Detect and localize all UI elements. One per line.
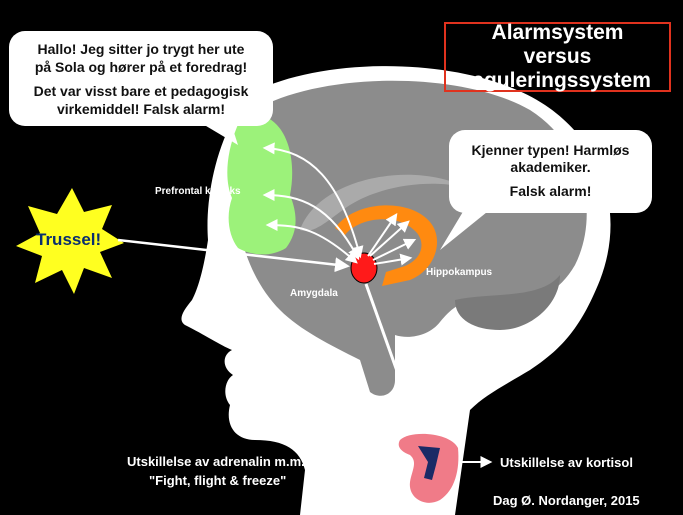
speech-bubble-left: Hallo! Jeg sitter jo trygt her ute på So…	[9, 31, 273, 126]
bubble-right-line2: akademiker.	[449, 159, 652, 176]
diagram-title: Alarmsystem versus reguleringssystem	[458, 21, 658, 93]
bubble-right-line1: Kjenner typen! Harmløs	[449, 142, 652, 159]
bubble-left-line1: Hallo! Jeg sitter jo trygt her ute	[9, 40, 273, 58]
bubble-left-line2: på Sola og hører på et foredrag!	[9, 58, 273, 76]
hippocampus-label: Hippokampus	[426, 267, 492, 278]
prefrontal-label: Prefrontal korteks	[155, 186, 241, 197]
adrenalin-label: Utskillelse av adrenalin m.m.	[127, 454, 305, 469]
cortisol-label: Utskillelse av kortisol	[500, 455, 633, 470]
bubble-left-line4: virkemiddel! Falsk alarm!	[9, 100, 273, 118]
amygdala-label: Amygdala	[290, 288, 338, 299]
bubble-left-line3: Det var visst bare et pedagogisk	[9, 82, 273, 100]
bubble-right-line3: Falsk alarm!	[449, 183, 652, 200]
threat-label: Trussel!	[36, 230, 101, 250]
credit-label: Dag Ø. Nordanger, 2015	[493, 493, 640, 508]
title-box: Alarmsystem versus reguleringssystem	[444, 22, 671, 92]
fight-flight-label: "Fight, flight & freeze"	[149, 473, 286, 488]
speech-bubble-right: Kjenner typen! Harmløs akademiker. Falsk…	[449, 130, 652, 213]
amygdala-shape	[351, 253, 377, 283]
